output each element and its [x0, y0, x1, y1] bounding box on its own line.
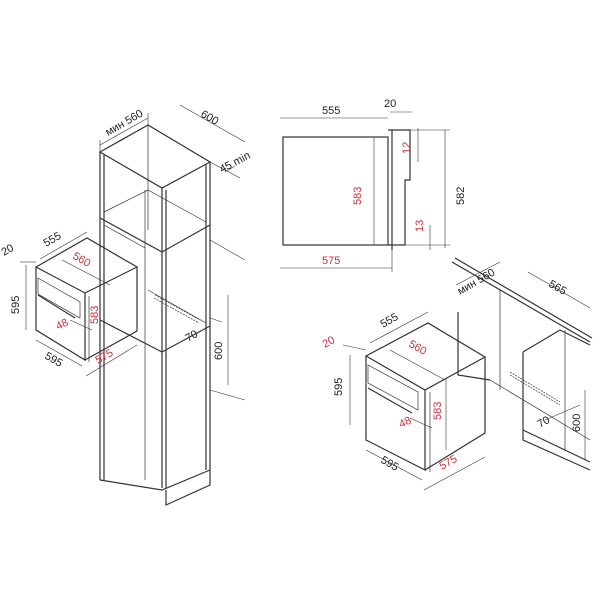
- dim-depth: 555: [322, 105, 340, 117]
- dim-r-oven-inner-width: 560: [407, 338, 429, 358]
- right-dimension-labels: мин 560 565 20 555 560 595 583 48 70 600…: [321, 267, 584, 474]
- base-cabinet: [451, 257, 593, 471]
- dim-rear-gap: 45 min: [218, 150, 253, 176]
- dim-r-oven-depth: 555: [379, 311, 401, 331]
- dim-r-oven-front-width: 595: [379, 454, 401, 474]
- tall-cabinet: [98, 104, 246, 506]
- dim-vent-depth: 70: [184, 328, 201, 345]
- dim-r-oven-gap: 20: [321, 334, 338, 351]
- dim-oven-gap: 20: [0, 242, 16, 259]
- dim-r-niche-height: 600: [571, 414, 583, 432]
- left-dimension-labels: мин 560 600 45 min 70 600 20 555 560 595…: [0, 108, 253, 370]
- dim-body-height: 583: [352, 187, 364, 205]
- dim-oven-depth: 555: [42, 230, 64, 250]
- right-oven: [342, 311, 487, 491]
- dim-cabinet-depth: 600: [199, 108, 221, 128]
- dim-oven-body-height: 583: [89, 306, 101, 324]
- dim-niche-height: 600: [213, 342, 225, 360]
- dim-oven-front-width: 595: [43, 350, 65, 370]
- dim-handle-offset: 48: [54, 317, 70, 333]
- dim-r-oven-front-height: 595: [333, 378, 345, 396]
- dim-oven-body-width: 575: [94, 347, 116, 367]
- dim-r-cabinet-depth: 565: [547, 278, 569, 298]
- dim-top-offset: 12: [401, 142, 413, 154]
- dim-total-height: 582: [455, 187, 467, 205]
- dim-r-oven-body-width: 575: [438, 453, 460, 473]
- dim-oven-front-height: 595: [10, 296, 22, 314]
- side-view: [280, 111, 450, 272]
- dim-r-vent-depth: 70: [536, 414, 553, 431]
- dim-r-handle-offset: 48: [397, 415, 413, 431]
- side-view-labels: 555 20 12 583 582 13 575: [322, 98, 467, 267]
- dim-bottom-offset: 13: [414, 220, 426, 232]
- left-oven: [20, 231, 139, 377]
- dim-r-oven-body-height: 583: [432, 402, 444, 420]
- dim-oven-inner-width: 560: [71, 250, 93, 270]
- dim-body-width: 575: [322, 255, 340, 267]
- dim-front: 20: [384, 98, 396, 110]
